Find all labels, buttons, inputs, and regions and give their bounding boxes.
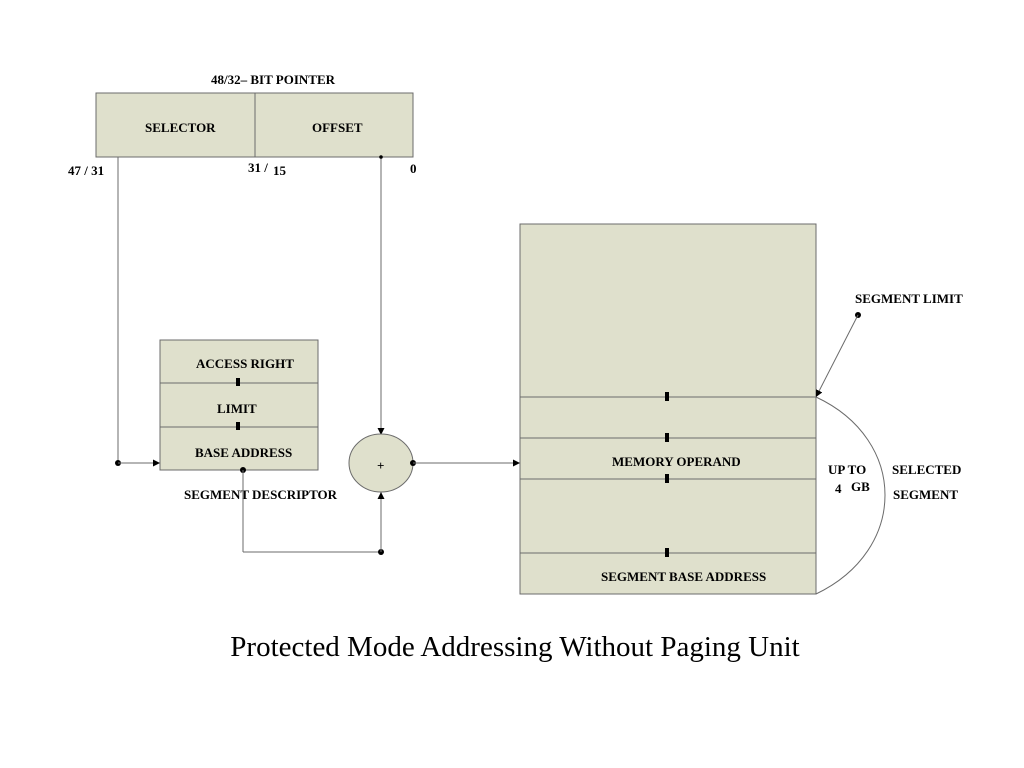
offset-label: OFFSET — [312, 120, 363, 135]
descriptor-tick-1 — [236, 378, 240, 386]
bit-label-31: 31 / — [248, 160, 268, 175]
memory-tick-2 — [665, 433, 669, 442]
memory-tick-1 — [665, 392, 669, 401]
bit-label-15: 15 — [273, 163, 287, 178]
adder-plus: + — [377, 458, 384, 473]
memory-tick-4 — [665, 548, 669, 557]
offset-dot — [379, 155, 383, 159]
up-to-label: UP TO — [828, 462, 866, 477]
segment-limit-label: SEGMENT LIMIT — [855, 291, 963, 306]
selector-label: SELECTOR — [145, 120, 216, 135]
four-label: 4 — [835, 481, 842, 496]
memory-box — [519, 223, 817, 595]
slide-caption: Protected Mode Addressing Without Paging… — [230, 631, 799, 663]
bit-label-47-31: 47 / 31 — [68, 163, 104, 178]
segment-limit-arrow — [815, 314, 859, 398]
selected-segment-bracket — [815, 396, 886, 595]
access-right-label: ACCESS RIGHT — [196, 356, 294, 371]
bit-label-0: 0 — [410, 161, 417, 176]
gb-label: GB — [851, 479, 870, 494]
memory-tick-3 — [665, 474, 669, 483]
memory-operand-label: MEMORY OPERAND — [612, 454, 741, 469]
descriptor-tick-2 — [236, 422, 240, 430]
segment-label: SEGMENT — [893, 487, 958, 502]
segment-base-address-label: SEGMENT BASE ADDRESS — [601, 569, 766, 584]
base-address-label: BASE ADDRESS — [195, 445, 292, 460]
pointer-title: 48/32– BIT POINTER — [211, 72, 336, 87]
segment-descriptor-label: SEGMENT DESCRIPTOR — [184, 487, 338, 502]
segment-descriptor-box — [159, 339, 319, 471]
selected-label: SELECTED — [892, 462, 961, 477]
limit-label: LIMIT — [217, 401, 257, 416]
